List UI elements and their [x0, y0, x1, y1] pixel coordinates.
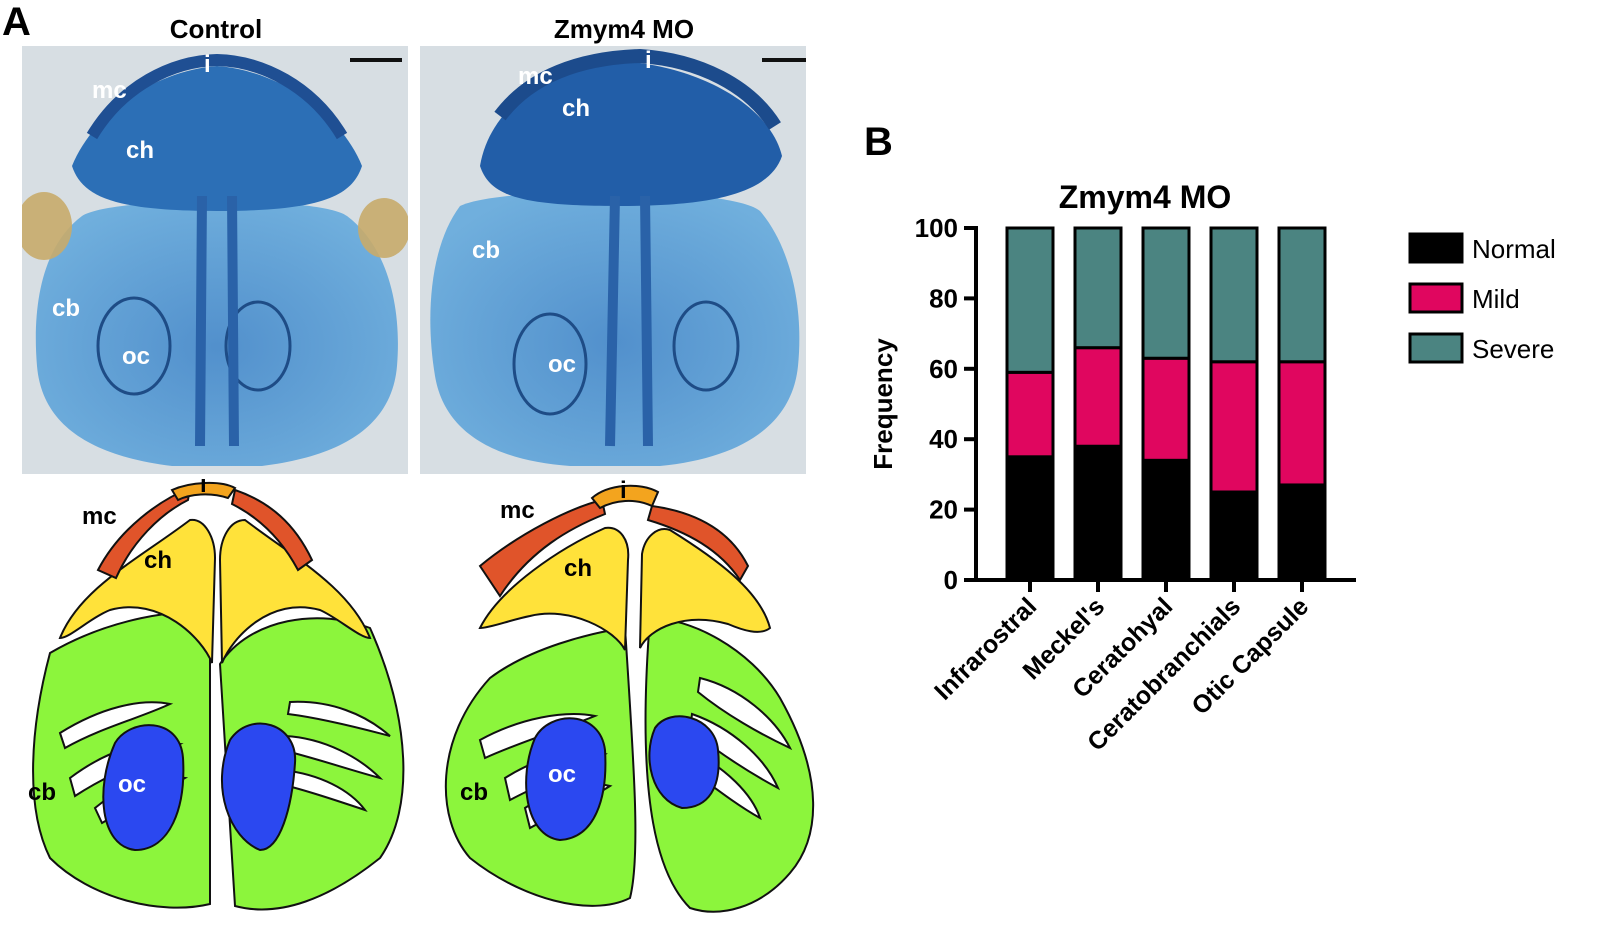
- control-midline: [195, 195, 239, 447]
- y-tick-label: 60: [929, 354, 958, 384]
- y-axis-label: Frequency: [868, 338, 898, 470]
- mo-oc-right: [648, 715, 720, 810]
- control-label-cb: cb: [52, 295, 80, 322]
- control-title: Control: [169, 14, 263, 44]
- control-oc-right: [221, 722, 297, 852]
- mo-ch-right: [639, 528, 772, 649]
- mo-mc-left: [478, 498, 607, 598]
- mo-scale-bar: [762, 58, 806, 62]
- chart-title: Zmym4 MO: [1059, 179, 1231, 215]
- bar-severe: [1209, 226, 1259, 364]
- mo-diagram-label-i: i: [620, 478, 627, 504]
- control-mc-right: [230, 488, 314, 572]
- legend-swatch-normal: [1408, 232, 1464, 264]
- mo-title: Zmym4 MO: [553, 14, 695, 44]
- bar-mild: [1277, 360, 1327, 487]
- control-left-eye: [22, 192, 72, 260]
- bar-severe: [1277, 226, 1327, 364]
- y-axis: 0 20 40 60 80 100: [915, 213, 978, 595]
- control-ch-right: [218, 518, 372, 664]
- legend-label-mild: Mild: [1472, 284, 1520, 314]
- mo-label-ch: ch: [562, 95, 590, 122]
- bar-normal: [1277, 483, 1327, 582]
- control-diagram-label-mc: mc: [82, 503, 117, 530]
- mo-ch-left: [478, 526, 630, 651]
- mo-label-mc: mc: [518, 63, 553, 90]
- control-photo: i mc ch cb oc: [22, 46, 408, 474]
- bar-normal: [1073, 444, 1123, 582]
- bar-normal: [1005, 455, 1055, 582]
- bar-mild: [1005, 370, 1055, 459]
- y-tick-label: 0: [944, 565, 958, 595]
- mo-left-otic: [512, 312, 588, 416]
- mo-diagram-label-mc: mc: [500, 497, 535, 524]
- mo-oc-left: [525, 717, 607, 842]
- legend-swatch-severe: [1408, 332, 1464, 364]
- mo-diagram-label-ch: ch: [564, 555, 592, 582]
- legend-label-normal: Normal: [1472, 234, 1556, 264]
- control-label-oc: oc: [122, 343, 150, 370]
- mo-diagram: i mc ch cb oc: [444, 478, 815, 913]
- mo-ceratohyal-region: [480, 61, 782, 206]
- mo-label-i: i: [645, 47, 652, 74]
- control-infrarostral: [170, 481, 237, 502]
- bar-normal: [1209, 490, 1259, 582]
- control-label-i: i: [204, 51, 211, 78]
- control-slit: [58, 701, 174, 750]
- control-diagram-label-i: i: [200, 478, 207, 498]
- panel-letter-a: A: [2, 0, 31, 44]
- bar-normal: [1141, 458, 1191, 582]
- control-meckels-region: [86, 53, 348, 140]
- control-diagram: i mc ch cb oc: [28, 478, 405, 911]
- bar-mild: [1073, 346, 1123, 448]
- y-tick-label: 80: [929, 283, 958, 313]
- bar-severe: [1141, 226, 1191, 360]
- mo-photo: i mc ch cb oc: [420, 46, 806, 474]
- control-oc-left: [102, 724, 185, 852]
- legend-swatch-mild: [1408, 282, 1464, 314]
- control-slit: [280, 734, 384, 780]
- y-tick-label: 100: [915, 213, 958, 243]
- bar-severe: [1005, 226, 1055, 374]
- y-tick-label: 40: [929, 424, 958, 454]
- x-tick-labels: InfrarostralMeckel'sCeratohyalCeratobran…: [929, 580, 1314, 757]
- bar-mild: [1209, 360, 1259, 494]
- mo-slit: [696, 676, 793, 751]
- legend-label-severe: Severe: [1472, 334, 1554, 364]
- mo-diagram-label-cb: cb: [460, 779, 488, 806]
- control-diagram-label-ch: ch: [144, 547, 172, 574]
- bar-severe: [1073, 226, 1123, 350]
- frequency-chart: Zmym4 MO Frequency 0 20 40 60 80 100 Infraros…: [868, 179, 1556, 757]
- mo-diagram-label-oc: oc: [548, 761, 576, 788]
- mo-cb-right: [644, 616, 815, 913]
- control-right-otic: [224, 300, 292, 392]
- mo-meckels-region: [494, 48, 781, 130]
- x-tick-label: Otic Capsule: [1186, 592, 1314, 720]
- mo-right-otic: [672, 300, 740, 392]
- control-slit: [286, 700, 391, 737]
- control-scale-bar: [350, 58, 402, 62]
- control-label-mc: mc: [92, 77, 127, 104]
- control-left-otic: [96, 296, 172, 396]
- control-slit: [278, 768, 368, 812]
- control-ceratohyal-region: [72, 66, 362, 211]
- y-tick-label: 20: [929, 495, 958, 525]
- x-tick-label: Infrarostral: [929, 592, 1042, 705]
- mo-label-cb: cb: [472, 237, 500, 264]
- mo-midline: [605, 195, 653, 447]
- control-diagram-label-oc: oc: [118, 771, 146, 798]
- mo-infrarostral: [590, 484, 660, 510]
- mo-label-oc: oc: [548, 351, 576, 378]
- bar-mild: [1141, 356, 1191, 462]
- control-diagram-label-cb: cb: [28, 779, 56, 806]
- panel-letter-b: B: [864, 120, 893, 164]
- bars: [974, 226, 1356, 582]
- control-label-ch: ch: [126, 137, 154, 164]
- control-gill-region: [35, 201, 398, 466]
- mo-mc-right: [646, 504, 750, 582]
- control-right-eye: [358, 198, 408, 258]
